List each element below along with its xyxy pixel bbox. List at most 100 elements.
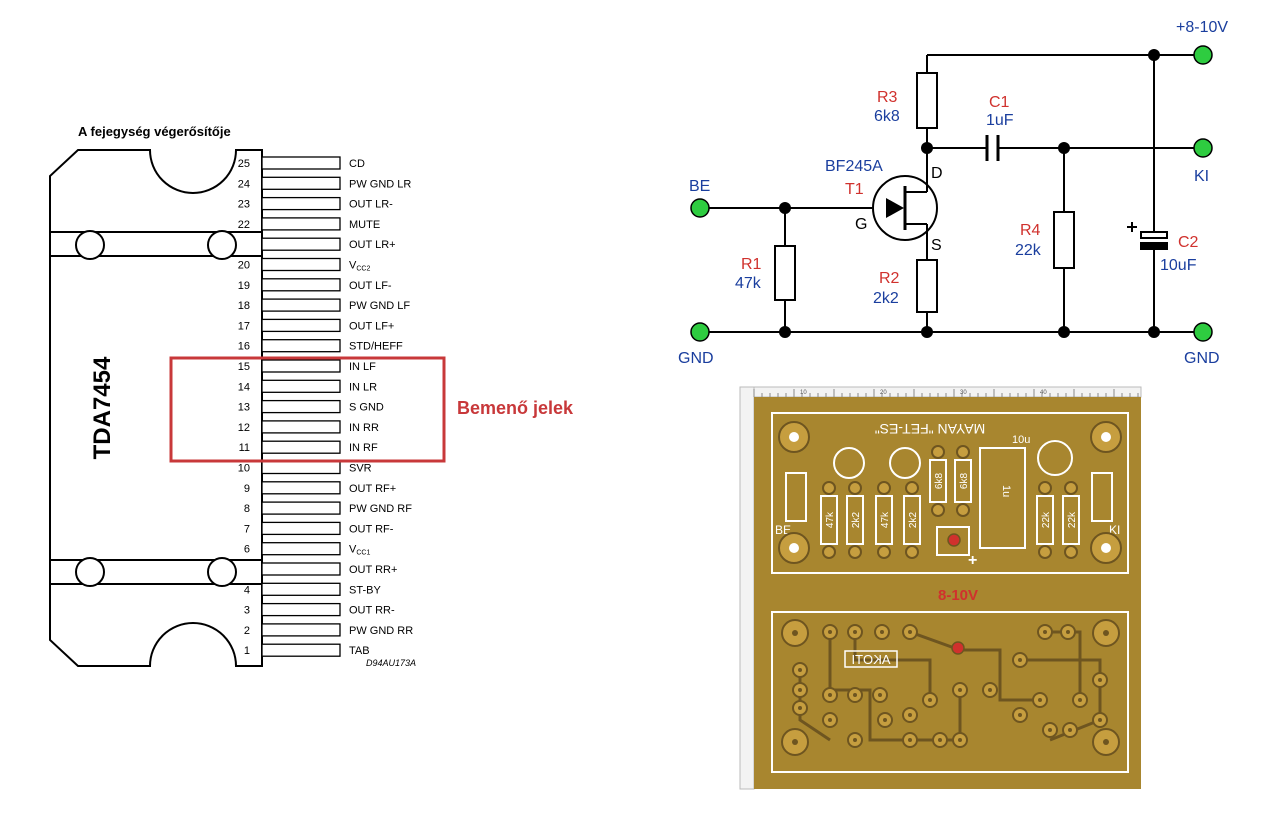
pcb-resistor: 22k (1062, 481, 1080, 559)
ic-pin-lead (261, 460, 341, 475)
ic-pin-number: 6 (244, 544, 250, 556)
input-label: BE (689, 178, 710, 195)
ic-doc-code: D94AU173A (366, 658, 416, 668)
ic-pin-lead (261, 318, 341, 333)
ic-pin-label: IN RR (349, 422, 379, 434)
ic-pin-row: 22 MUTE (238, 217, 380, 231)
pcb-out-silk: KI (1109, 523, 1120, 537)
ic-pin-number: 12 (238, 422, 250, 434)
ruler-label: 10 (800, 390, 807, 396)
terminal-gnd-right (1193, 322, 1213, 342)
ic-part-number: TDA7454 (89, 356, 116, 459)
ic-pin-lead (261, 521, 341, 536)
pcb-copper-tracks (798, 630, 1102, 742)
pcb-title-silk: MAYAN "FET-ES" (875, 421, 986, 437)
ic-pin-row: 14 IN LR (238, 379, 377, 393)
ic-pin-label: OUT RR- (349, 605, 395, 617)
ic-pin-lead (261, 156, 341, 170)
ic-pin-label: S GND (349, 402, 384, 414)
pcb-resistor: 6k8 (929, 445, 947, 517)
pcb-resistor-label: 2k2 (908, 512, 919, 529)
ic-pin-label: SVR (349, 463, 372, 475)
ic-pin-label: OUT LR+ (349, 239, 396, 251)
ic-package-outline (49, 149, 263, 667)
pcb-resistor-label: 47k (825, 511, 836, 528)
mount-hole-icon (75, 557, 105, 587)
c2-name: C2 (1178, 234, 1199, 251)
ic-pin-lead (261, 623, 341, 637)
ic-pin-label: MUTE (349, 219, 380, 231)
t1-type: BF245A (825, 158, 883, 175)
ic-pin-label: OUT LF- (349, 280, 392, 292)
ic-pin-lead (261, 379, 341, 393)
ic-pin-number: 3 (244, 605, 250, 617)
ic-pin-number: 16 (238, 341, 250, 353)
ic-pin-number: 9 (244, 483, 250, 495)
ic-pin-label: IN LF (349, 361, 376, 373)
ic-pin-row: OUT RR+ (261, 562, 397, 576)
ic-pin-number: 17 (238, 320, 250, 332)
ic-pin-label: PW GND LR (349, 178, 411, 190)
r2-name: R2 (879, 270, 900, 287)
r3-resistor (916, 72, 938, 129)
ic-pin-lead (261, 501, 341, 515)
ic-pin-row: 12 IN RR (238, 420, 379, 434)
ic-pin-number: 8 (244, 503, 250, 515)
pcb-c1-silk: 1u (1000, 485, 1012, 497)
pcb-resistor: 6k8 (954, 445, 972, 517)
output-label: KI (1194, 168, 1209, 185)
ic-pin-lead (261, 257, 341, 272)
ruler-label: 40 (1040, 390, 1047, 396)
ic-pin-lead (261, 237, 341, 251)
ic-pin-lead (261, 420, 341, 434)
ic-pin-lead (261, 643, 341, 657)
terminal-gnd-left (690, 322, 710, 342)
ic-pin-lead (261, 196, 341, 211)
pcb-resistor-label: 22k (1041, 511, 1052, 528)
pcb-resistor: 47k (820, 481, 838, 559)
ic-pin-label: OUT RF- (349, 523, 394, 535)
ic-pin-number: 14 (238, 381, 250, 393)
ic-pin-number: 24 (238, 178, 250, 190)
ic-pin-lead (261, 582, 341, 596)
ic-pin-number: 2 (244, 625, 250, 637)
r1-name: R1 (741, 256, 762, 273)
r2-resistor (916, 259, 938, 313)
ic-pin-number: 23 (238, 199, 250, 211)
ic-pin-label: OUT RR+ (349, 564, 397, 576)
pcb-pads (781, 619, 1120, 756)
ic-title: A fejegység végerősítője (78, 124, 231, 139)
ic-pin-number: 18 (238, 300, 250, 312)
c2-capacitor (1140, 231, 1168, 239)
ic-pin-label: IN LR (349, 381, 377, 393)
r3-value: 6k8 (874, 108, 900, 125)
pin-s-label: S (931, 237, 942, 254)
ruler-label: 20 (880, 390, 887, 396)
pcb-resistor: 2k2 (903, 481, 921, 559)
highlight-label: Bemenő jelek (457, 398, 574, 418)
ic-pin-number: 25 (238, 158, 250, 170)
ic-pin-number: 7 (244, 523, 250, 535)
ic-pin-label: PW GND LF (349, 300, 410, 312)
gnd-right-label: GND (1184, 350, 1220, 367)
ic-pin-lead (261, 176, 341, 190)
ic-pin-number: 4 (244, 584, 250, 596)
ic-pin-number: 11 (239, 442, 250, 454)
ic-pin-row: 18 PW GND LF (238, 298, 410, 312)
ic-pin-number: 19 (238, 280, 250, 292)
pin-d-label: D (931, 165, 943, 182)
ic-pin-label: VCC1 (349, 544, 370, 557)
ic-pin-number: 22 (238, 219, 250, 231)
ic-pin-row: 24 PW GND LR (238, 176, 411, 190)
ic-pin-lead (261, 399, 341, 414)
